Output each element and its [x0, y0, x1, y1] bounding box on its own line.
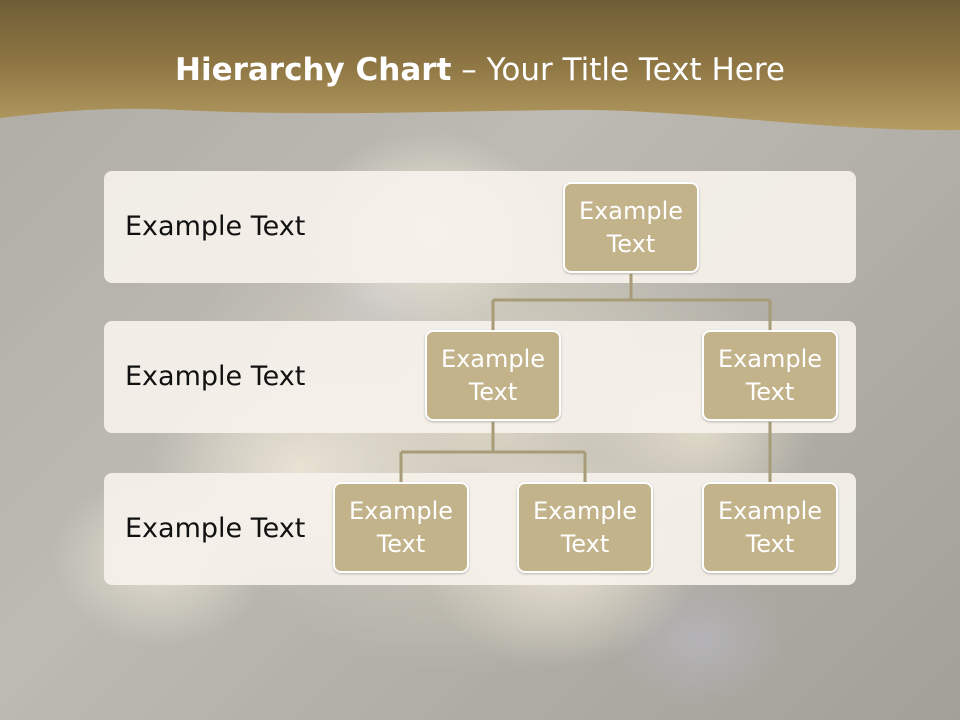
node-root[interactable]: Example Text: [563, 182, 699, 273]
row-label-1: Example Text: [125, 211, 306, 242]
node-level3-middle-label: Example Text: [532, 496, 638, 558]
slide-title-bold: Hierarchy Chart: [175, 52, 452, 88]
node-level2-left[interactable]: Example Text: [425, 330, 561, 421]
node-level2-left-label: Example Text: [440, 344, 546, 406]
header-band: [0, 0, 960, 131]
node-root-label: Example Text: [578, 196, 684, 258]
node-level3-left-label: Example Text: [348, 496, 454, 558]
row-label-2: Example Text: [125, 361, 306, 392]
node-level3-right-label: Example Text: [717, 496, 823, 558]
row-band-1: [104, 171, 856, 283]
row-label-3: Example Text: [125, 513, 306, 544]
node-level3-middle[interactable]: Example Text: [517, 482, 653, 573]
slide-title-rest: – Your Title Text Here: [451, 52, 785, 88]
node-level2-right-label: Example Text: [717, 344, 823, 406]
node-level3-left[interactable]: Example Text: [333, 482, 469, 573]
node-level2-right[interactable]: Example Text: [702, 330, 838, 421]
node-level3-right[interactable]: Example Text: [702, 482, 838, 573]
slide-title: Hierarchy Chart – Your Title Text Here: [0, 52, 960, 88]
